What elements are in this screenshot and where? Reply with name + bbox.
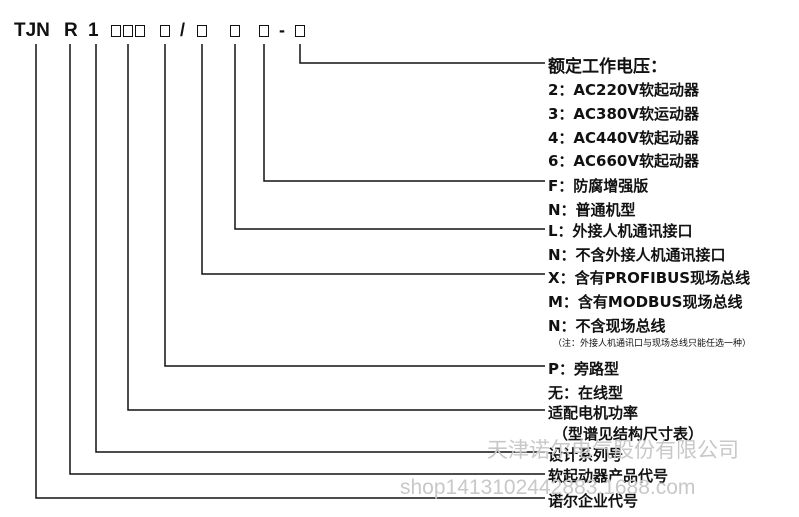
product-code-label: 软起动器产品代号 (548, 467, 669, 485)
bus-box (197, 25, 207, 37)
bypass-box (160, 25, 170, 37)
no-external-interface-label: N：不含外接人机通讯接口 (548, 246, 726, 264)
leader-power (127, 44, 545, 411)
company-code-label: 诺尔企业代号 (548, 492, 639, 510)
leader-bypass (164, 44, 545, 367)
voltage-660: 6：AC660V软起动器 (548, 152, 699, 170)
power-note: （型谱见结构尺寸表） (553, 425, 704, 443)
anticorrosion-box (259, 25, 269, 37)
interface-box (230, 25, 240, 37)
power-box-3 (135, 25, 145, 37)
series-label: 设计系列号 (548, 446, 624, 464)
voltage-box (295, 25, 305, 37)
profibus-label: X：含有PROFIBUS现场总线 (548, 269, 751, 287)
leader-voltage (299, 44, 545, 64)
leader-interface (234, 44, 545, 230)
bus-note: （注：外接人机通讯口与现场总线只能任选一种） (553, 339, 752, 349)
power-box-2 (123, 25, 133, 37)
leader-anticorrosion (263, 44, 545, 182)
watermark-shop: shop1413102442883.1688.com (400, 476, 696, 499)
power-label: 适配电机功率 (548, 404, 639, 422)
code-digit-1: 1 (88, 20, 99, 41)
code-letter-r: R (64, 20, 78, 41)
leader-bus (201, 44, 545, 275)
leader-series (95, 44, 545, 453)
voltage-440: 4：AC440V软起动器 (548, 129, 699, 147)
anticorrosion-label: F：防腐增强版 (548, 177, 649, 195)
voltage-title: 额定工作电压： (548, 57, 667, 77)
no-bus-label: N：不含现场总线 (548, 317, 666, 335)
power-box-1 (111, 25, 121, 37)
code-prefix-tjn: TJN (14, 20, 50, 41)
modbus-label: M：含有MODBUS现场总线 (548, 293, 743, 311)
bypass-label: P：旁路型 (548, 360, 619, 378)
external-interface-label: L：外接人机通讯接口 (548, 222, 693, 240)
code-dash: - (279, 20, 285, 40)
leader-product (69, 44, 545, 475)
leader-company (35, 44, 545, 499)
online-label: 无：在线型 (548, 384, 624, 402)
code-slash: / (180, 20, 186, 40)
voltage-380: 3：AC380V软运动器 (548, 105, 699, 123)
voltage-220: 2：AC220V软起动器 (548, 81, 699, 99)
normal-model-label: N：普通机型 (548, 201, 636, 219)
watermark-company: 天津诺尔电气股份有限公司 (487, 439, 739, 462)
